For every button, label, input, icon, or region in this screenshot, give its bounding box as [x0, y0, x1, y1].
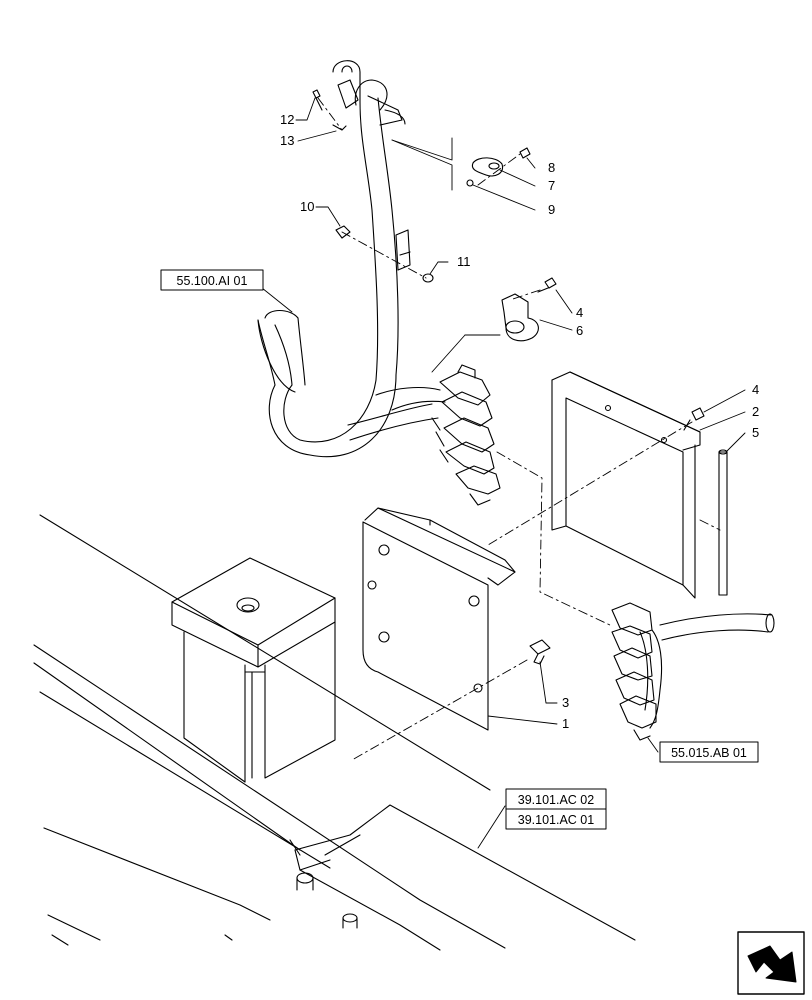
ref-box-harness-connector[interactable]: 55.015.AB 01: [659, 741, 759, 763]
seal-strip: [718, 449, 728, 596]
leader-lines: [261, 97, 746, 849]
mounting-frame: [551, 371, 701, 599]
callout-7: 7: [548, 178, 555, 193]
hardware-parts: [312, 89, 705, 665]
main-harness: [257, 60, 501, 506]
callout-4-upper: 4: [576, 305, 583, 320]
ref-label-frame-top: 39.101.AC 02: [518, 793, 594, 807]
callout-4-lower: 4: [752, 382, 759, 397]
ref-label-harness-main: 55.100.AI 01: [177, 274, 248, 288]
callout-1: 1: [562, 716, 569, 731]
controller-bracket: [362, 507, 516, 731]
callout-10: 10: [300, 199, 314, 214]
callout-9: 9: [548, 202, 555, 217]
connector-harness: [611, 602, 775, 741]
ref-label-frame-bottom: 39.101.AC 01: [518, 813, 594, 827]
callout-5: 5: [752, 425, 759, 440]
ref-label-harness-connector: 55.015.AB 01: [671, 746, 747, 760]
ref-box-harness-main[interactable]: 55.100.AI 01: [160, 269, 264, 291]
callouts: 12 13 8 7 9 10 11 4 6 4 2 5 3 1: [280, 112, 759, 731]
next-page-arrow-icon[interactable]: [737, 931, 805, 995]
callout-8: 8: [548, 160, 555, 175]
callout-12: 12: [280, 112, 294, 127]
mounting-block: [171, 557, 336, 783]
callout-3: 3: [562, 695, 569, 710]
ref-box-frame[interactable]: 39.101.AC 02 39.101.AC 01: [505, 788, 607, 830]
assembly-lines: [317, 97, 721, 761]
callout-2: 2: [752, 404, 759, 419]
callout-6: 6: [576, 323, 583, 338]
frame-rail: [33, 514, 636, 951]
callout-11: 11: [457, 254, 471, 269]
callout-13: 13: [280, 133, 294, 148]
